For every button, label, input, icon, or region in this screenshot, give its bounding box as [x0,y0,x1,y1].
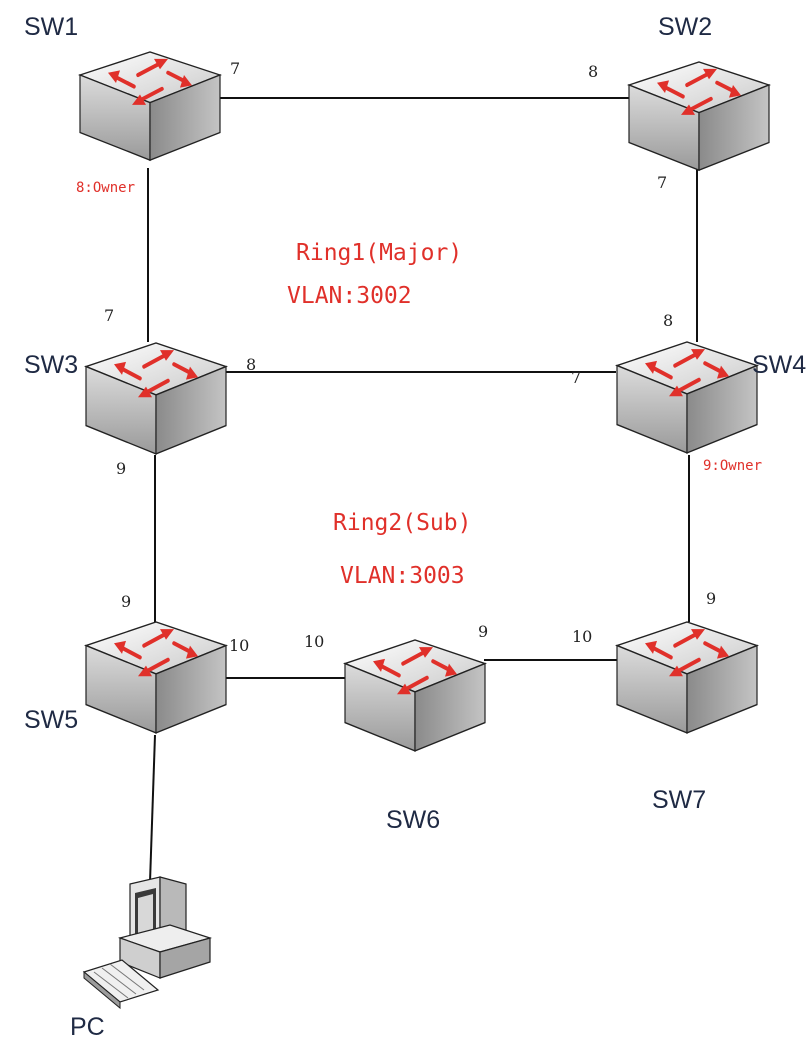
port-label-sw6-left: 10 [304,632,324,651]
switch-icon [345,640,485,751]
port-label-sw7-up: 9 [706,589,716,608]
owner-label-sw4: 9:Owner [703,458,762,474]
ring2-vlan: VLAN:3003 [340,563,465,589]
port-label-sw5-up: 9 [121,592,131,611]
sw4-label: SW4 [752,351,806,379]
port-label-sw5-right: 10 [229,636,249,655]
port-label-sw3-right: 8 [246,355,256,374]
port-label-sw3-down: 9 [116,459,126,478]
port-label-sw2-left: 8 [588,62,598,81]
port-label-sw1-right: 7 [230,59,240,78]
pc-label: PC [70,1013,105,1038]
switch-icon [629,62,769,170]
port-label-sw6-right: 9 [478,622,488,641]
switch-icon [617,622,757,733]
switch-sw2[interactable] [629,62,769,170]
link-sw5-pc [149,734,156,883]
switch-icon [617,342,757,453]
sw3-label: SW3 [24,351,78,379]
switch-sw1[interactable] [80,52,220,160]
switch-icon [86,622,226,733]
port-label-sw4-up: 8 [663,311,673,330]
port-label-sw2-down: 7 [657,173,667,192]
sw5-label: SW5 [24,706,78,734]
sw6-label: SW6 [386,806,440,834]
owner-label-sw1: 8:Owner [76,180,135,196]
desktop-computer-icon [82,876,213,1010]
switch-sw4[interactable] [617,342,757,453]
sw7-label: SW7 [652,786,706,814]
switch-icon [86,343,226,454]
switch-sw6[interactable] [345,640,485,751]
switch-sw7[interactable] [617,622,757,733]
port-label-sw7-left: 10 [572,627,592,646]
port-label-sw3-up: 7 [104,306,114,325]
switch-sw5[interactable] [86,622,226,733]
ring1-vlan: VLAN:3002 [287,283,412,309]
switch-sw3[interactable] [86,343,226,454]
switch-icon [80,52,220,160]
ring2-name: Ring2(Sub) [333,510,471,536]
pc-device[interactable] [82,876,213,1010]
ring1-name: Ring1(Major) [296,240,462,266]
sw1-label: SW1 [24,13,78,41]
sw2-label: SW2 [658,13,712,41]
port-label-sw4-left: 7 [571,368,581,387]
